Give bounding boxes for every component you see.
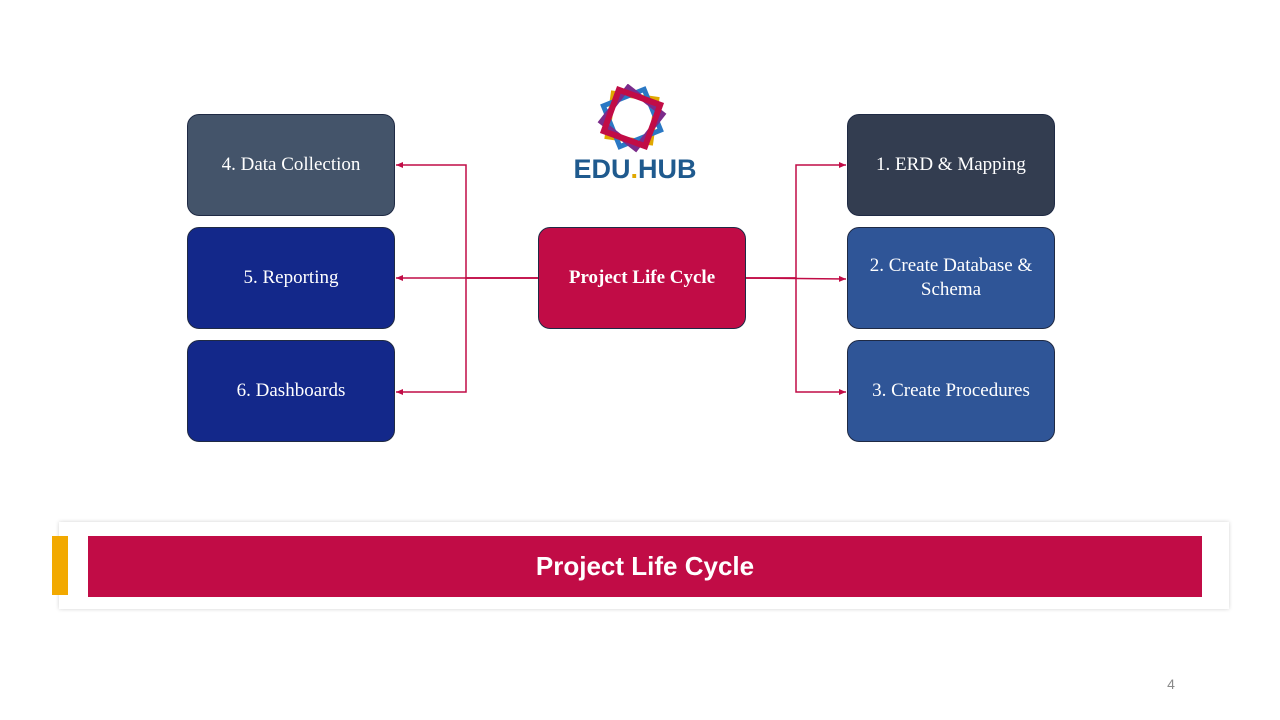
page-number: 4 <box>1167 676 1175 692</box>
connector-center-to-dashboards <box>396 277 538 395</box>
node-reporting: 5. Reporting <box>187 227 395 329</box>
slide-title-banner: Project Life Cycle <box>88 536 1202 597</box>
node-erd-mapping: 1. ERD & Mapping <box>847 114 1055 216</box>
banner-accent <box>52 536 68 595</box>
eduhub-logo: EDU.HUB <box>570 83 700 188</box>
connector-center-to-procedures <box>746 277 846 395</box>
eduhub-logo-mark-icon <box>597 83 667 153</box>
eduhub-logo-text: EDU.HUB <box>573 154 697 184</box>
node-create-procedures: 3. Create Procedures <box>847 340 1055 442</box>
connector-center-to-erd <box>746 162 846 279</box>
connector-center-to-data-collection <box>396 162 538 279</box>
node-create-database-schema: 2. Create Database & Schema <box>847 227 1055 329</box>
node-project-life-cycle: Project Life Cycle <box>538 227 746 329</box>
node-data-collection: 4. Data Collection <box>187 114 395 216</box>
node-dashboards: 6. Dashboards <box>187 340 395 442</box>
